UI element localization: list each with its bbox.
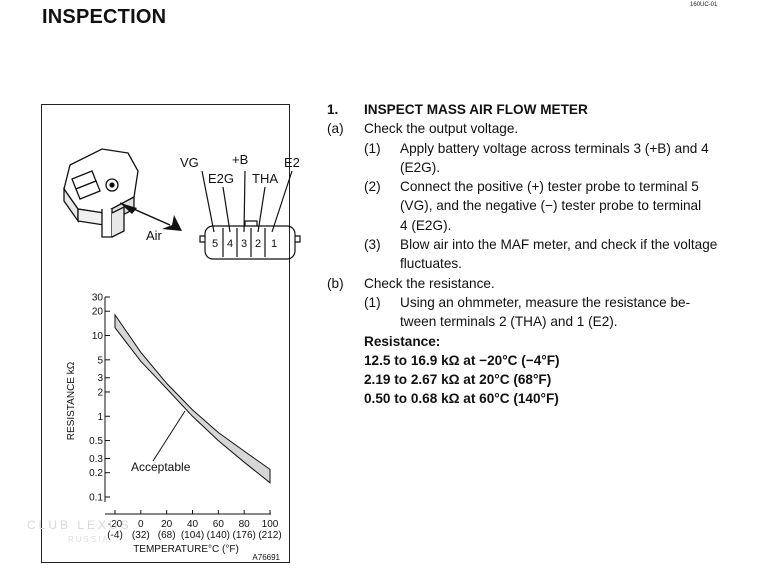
connector-diagram xyxy=(199,170,301,260)
step-a: (a) Check the output voltage. xyxy=(327,119,737,138)
y-tick-label: 1 xyxy=(97,412,103,423)
terminal-1: 1 xyxy=(271,238,277,250)
y-tick-label: 0.2 xyxy=(89,468,103,479)
x-tick-label-c: 60 xyxy=(213,519,225,530)
label-e2g: E2G xyxy=(208,171,234,186)
x-tick-label-f: (68) xyxy=(158,530,176,541)
terminal-2: 2 xyxy=(255,238,261,250)
step-a3-mark: (3) xyxy=(364,237,381,253)
y-tick-label: 5 xyxy=(97,355,103,366)
instructions: 1. INSPECT MASS AIR FLOW METER (a) Check… xyxy=(327,100,737,409)
watermark-sub: RUSSIA xyxy=(68,535,110,544)
x-tick-label-c: -20 xyxy=(108,519,123,530)
resistance-heading: Resistance: xyxy=(364,333,441,349)
step-a1-line2: (E2G). xyxy=(400,159,441,175)
step-b1-mark: (1) xyxy=(364,294,381,310)
label-vg: VG xyxy=(180,155,199,170)
step-1: 1. INSPECT MASS AIR FLOW METER xyxy=(327,100,737,119)
step-b-text: Check the resistance. xyxy=(364,275,495,291)
step-b1-line1: Using an ohmmeter, measure the resistanc… xyxy=(400,294,691,310)
annotation-acceptable: Acceptable xyxy=(131,460,191,474)
step-1-number: 1. xyxy=(327,102,339,117)
air-arrow-icon xyxy=(119,202,182,231)
step-a1-line1: Apply battery voltage across terminals 3… xyxy=(400,140,709,156)
step-b1-line2: tween terminals 2 (THA) and 1 (E2). xyxy=(400,314,618,330)
step-1-title: INSPECT MASS AIR FLOW METER xyxy=(364,102,588,117)
x-tick-label-f: (140) xyxy=(207,530,230,541)
x-tick-label-f: (-4) xyxy=(107,530,123,541)
x-tick-label-c: 80 xyxy=(239,519,251,530)
step-b1: (1) Using an ohmmeter, measure the resis… xyxy=(327,293,737,332)
y-tick-label: 0.1 xyxy=(89,493,103,504)
step-a-text: Check the output voltage. xyxy=(364,121,519,137)
x-tick-label-f: (104) xyxy=(181,530,204,541)
step-a3-line1: Blow air into the MAF meter, and check i… xyxy=(400,237,718,253)
step-a2-line2: (VG), and the negative (−) tester probe … xyxy=(400,198,702,214)
resistance-spec-2: 2.19 to 2.67 kΩ at 20°C (68°F) xyxy=(364,372,552,388)
step-a3-line2: fluctuates. xyxy=(400,256,462,272)
x-tick-label-c: 0 xyxy=(138,519,144,530)
terminal-3: 3 xyxy=(241,238,247,250)
label-e2: E2 xyxy=(284,155,300,170)
acceptable-band xyxy=(114,313,271,484)
step-a2-mark: (2) xyxy=(364,179,381,195)
x-tick-label-c: 100 xyxy=(262,519,279,530)
y-tick-label: 0.5 xyxy=(89,436,103,447)
step-a2-line3: 4 (E2G). xyxy=(400,217,452,233)
y-tick-label: 2 xyxy=(97,387,103,398)
label-plus-b: +B xyxy=(232,152,248,167)
terminal-5: 5 xyxy=(212,238,218,250)
y-tick-label: 30 xyxy=(92,293,104,304)
step-a2-line1: Connect the positive (+) tester probe to… xyxy=(400,179,699,195)
y-tick-label: 20 xyxy=(92,307,104,318)
step-b-mark: (b) xyxy=(327,275,344,291)
figure-illustration: VG +B E2 E2G THA Air 5 4 3 2 1 Acceptabl… xyxy=(63,148,301,563)
x-tick-label-f: (212) xyxy=(258,530,281,541)
step-a1-mark: (1) xyxy=(364,140,381,156)
x-tick-label-c: 40 xyxy=(187,519,199,530)
figure-code: A76691 xyxy=(252,553,280,562)
label-tha: THA xyxy=(252,171,278,186)
chart-x-label: TEMPERATURE°C (°F) xyxy=(133,544,239,555)
label-air: Air xyxy=(146,228,163,243)
x-tick-label-f: (32) xyxy=(132,530,150,541)
annotation-leader xyxy=(152,410,186,462)
x-tick-label-c: 20 xyxy=(161,519,173,530)
step-a2: (2) Connect the positive (+) tester prob… xyxy=(327,177,737,235)
figure-frame: VG +B E2 E2G THA Air 5 4 3 2 1 Acceptabl… xyxy=(41,104,301,563)
watermark: CLUB LEXUS xyxy=(27,518,132,532)
resistance-spec-3: 0.50 to 0.68 kΩ at 60°C (140°F) xyxy=(364,391,559,407)
terminal-4: 4 xyxy=(227,238,233,250)
page-title: INSPECTION xyxy=(42,6,167,28)
page-code: 160UC-01 xyxy=(690,2,718,8)
step-a3: (3) Blow air into the MAF meter, and che… xyxy=(327,235,737,274)
maf-meter-icon xyxy=(63,148,139,238)
y-tick-label: 0.3 xyxy=(89,454,103,465)
step-a-mark: (a) xyxy=(327,121,344,137)
step-a1: (1) Apply battery voltage across termina… xyxy=(327,139,737,178)
step-b: (b) Check the resistance. xyxy=(327,274,737,293)
resistance-chart: Acceptable RESISTANCE kΩ TEMPERATURE°C (… xyxy=(66,293,282,563)
resistance-spec-1: 12.5 to 16.9 kΩ at −20°C (−4°F) xyxy=(364,352,560,368)
chart-y-label: RESISTANCE kΩ xyxy=(66,361,77,440)
y-tick-label: 10 xyxy=(92,331,104,342)
y-tick-label: 3 xyxy=(97,373,103,384)
x-tick-label-f: (176) xyxy=(232,530,255,541)
